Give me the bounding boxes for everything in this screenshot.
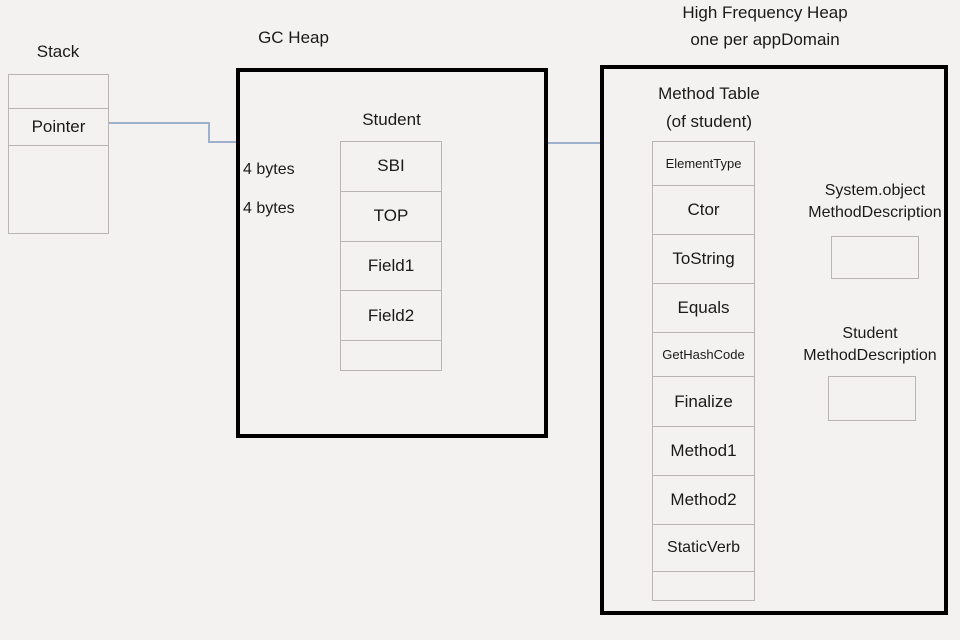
method-table-title-line1: Method Table xyxy=(658,84,760,103)
systemobject-methoddescription-box[interactable] xyxy=(831,236,919,279)
gc-heap-title: GC Heap xyxy=(258,28,329,47)
systemobject-methoddescription-title-line1: System.object xyxy=(824,182,926,199)
student-cell-field2[interactable]: Field2 xyxy=(341,291,441,342)
method-table-cell-equals[interactable]: Equals xyxy=(653,284,754,334)
method-table-cell-empty[interactable] xyxy=(653,572,754,600)
systemobject-methoddescription-title-line2: MethodDescription xyxy=(808,204,942,221)
stack-cell-pointer[interactable]: Pointer xyxy=(9,109,108,146)
student-cell-empty[interactable] xyxy=(341,341,441,370)
student-cell-sbi[interactable]: SBI xyxy=(341,142,441,192)
method-table-cell-elementtype[interactable]: ElementType xyxy=(653,142,754,187)
stack-cell-empty-top[interactable] xyxy=(9,75,108,109)
student-methoddescription-title-line2: MethodDescription xyxy=(803,347,937,364)
stack-cell-empty-bottom[interactable] xyxy=(9,146,108,233)
student-methoddescription-box[interactable] xyxy=(828,376,916,421)
annotation-4bytes-top: 4 bytes xyxy=(243,200,295,217)
high-frequency-heap-title-line1: High Frequency Heap xyxy=(682,3,848,22)
annotation-4bytes-sbi: 4 bytes xyxy=(243,161,295,178)
student-methoddescription-title-line1: Student xyxy=(842,325,898,342)
method-table-cell-finalize[interactable]: Finalize xyxy=(653,377,754,427)
method-table-box: ElementType Ctor ToString Equals GetHash… xyxy=(652,141,755,601)
method-table-cell-method2[interactable]: Method2 xyxy=(653,476,754,525)
method-table-cell-staticverb[interactable]: StaticVerb xyxy=(653,525,754,572)
method-table-cell-gethashcode[interactable]: GetHashCode xyxy=(653,333,754,378)
student-object-box: SBI TOP Field1 Field2 xyxy=(340,141,442,371)
student-object-title: Student xyxy=(362,110,421,129)
method-table-cell-method1[interactable]: Method1 xyxy=(653,427,754,476)
stack-title: Stack xyxy=(36,42,80,61)
student-cell-field1[interactable]: Field1 xyxy=(341,242,441,292)
method-table-cell-ctor[interactable]: Ctor xyxy=(653,186,754,236)
method-table-cell-tostring[interactable]: ToString xyxy=(653,235,754,285)
method-table-title-line2: (of student) xyxy=(666,112,752,131)
student-cell-top[interactable]: TOP xyxy=(341,192,441,242)
stack-box: Pointer xyxy=(8,74,109,234)
high-frequency-heap-title-line2: one per appDomain xyxy=(690,30,840,49)
